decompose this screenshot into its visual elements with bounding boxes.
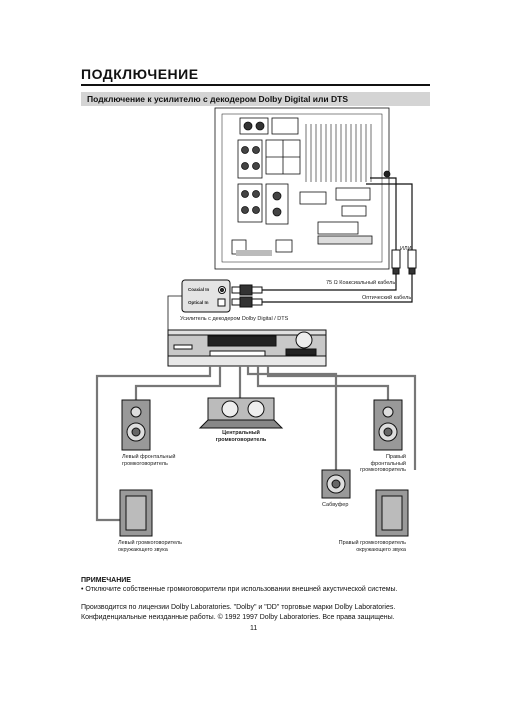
center-speaker bbox=[198, 397, 284, 429]
right-front-speaker bbox=[373, 399, 403, 451]
coaxial-in-label: Coaxial In bbox=[188, 287, 210, 292]
section-subtitle: Подключение к усилителю с декодером Dolb… bbox=[87, 94, 349, 104]
speaker-wires bbox=[95, 366, 417, 522]
center-speaker-label: Центральный громкоговоритель bbox=[215, 430, 267, 443]
digital-cables bbox=[366, 177, 413, 250]
subwoofer bbox=[321, 469, 351, 499]
optical-in-label: Optical In bbox=[188, 300, 209, 305]
left-surround-label: Левый громкоговоритель окружающего звука bbox=[118, 540, 182, 553]
left-front-label: Левый фронтальный громкоговоритель bbox=[122, 454, 176, 467]
cable-plugs bbox=[391, 249, 417, 275]
note-body: • Отключите собственные громкоговорители… bbox=[81, 586, 398, 593]
right-surround-speaker bbox=[375, 489, 409, 537]
coax-cable-label: 75 Ω Коаксиальный кабель bbox=[326, 280, 396, 286]
subwoofer-label: Сабвуфер bbox=[322, 502, 349, 508]
rear-panel bbox=[214, 107, 391, 270]
note-heading: ПРИМЕЧАНИЕ bbox=[81, 577, 131, 584]
page-number: 11 bbox=[250, 625, 258, 632]
optical-cable-label: Оптический кабель bbox=[362, 295, 412, 301]
right-front-label: Правый фронтальный громкоговоритель bbox=[360, 454, 406, 473]
legal-text: Производится по лицензии Dolby Laborator… bbox=[81, 604, 396, 621]
amplifier-label: Усилитель с декодером Dolby Digital / DT… bbox=[180, 316, 289, 322]
or-label: ИЛИ bbox=[400, 246, 412, 252]
subtitle-bar bbox=[81, 92, 430, 106]
page-title: ПОДКЛЮЧЕНИЕ bbox=[81, 66, 199, 82]
title-divider bbox=[81, 84, 430, 86]
left-front-speaker bbox=[121, 399, 151, 451]
input-plugs bbox=[231, 284, 263, 308]
amplifier-input-panel bbox=[181, 279, 231, 313]
left-surround-speaker bbox=[119, 489, 153, 537]
amplifier bbox=[167, 329, 327, 367]
right-surround-label: Правый громкоговоритель окружающего звук… bbox=[338, 540, 406, 553]
